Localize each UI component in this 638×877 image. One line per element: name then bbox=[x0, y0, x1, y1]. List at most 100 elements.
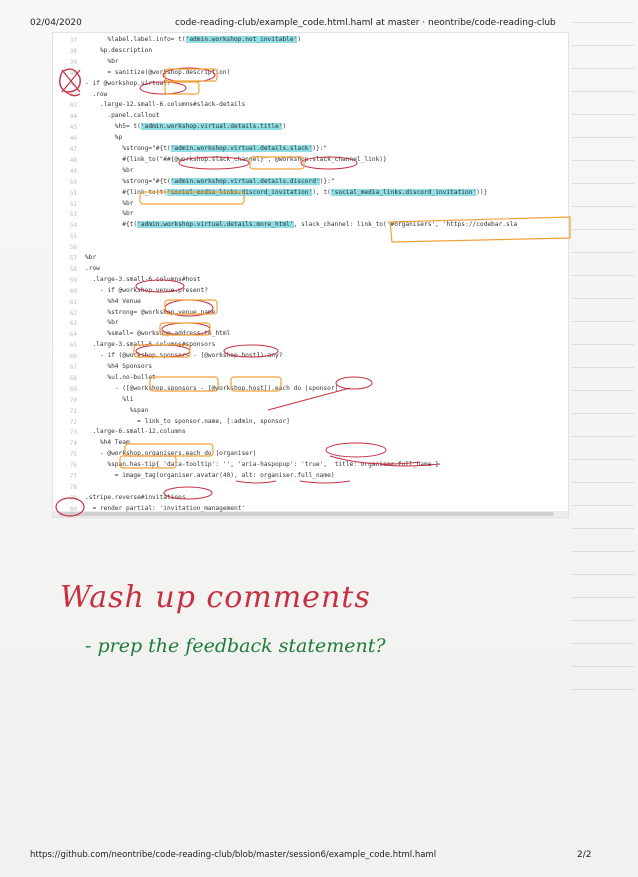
code-line: %p.description bbox=[85, 46, 153, 54]
code-line: .row bbox=[85, 90, 108, 98]
code-line: %br bbox=[85, 210, 134, 218]
highlighted-key: 'social_media_links.discord_invitation' bbox=[330, 188, 477, 196]
code-line: %br bbox=[85, 57, 119, 65]
page-title: code-reading-club/example_code.html.haml… bbox=[175, 18, 556, 28]
code-line: %li bbox=[85, 395, 134, 403]
line-number: 60 bbox=[69, 287, 77, 295]
code-line: .large-6.small-12.columns bbox=[85, 428, 186, 436]
code-line: - if (@workshop.sponsors - [@workshop.ho… bbox=[85, 352, 283, 360]
line-number: 50 bbox=[69, 178, 77, 186]
line-number: 53 bbox=[69, 211, 77, 219]
line-number: 58 bbox=[69, 265, 77, 273]
line-number: 72 bbox=[69, 418, 77, 426]
code-line: %br bbox=[85, 319, 119, 327]
line-number: 70 bbox=[69, 396, 77, 404]
code-line: %label.label.info= t('admin.workshop.not… bbox=[85, 36, 302, 43]
highlighted-key: 'admin.workshop.virtual.details.title' bbox=[140, 123, 283, 131]
line-number: 54 bbox=[69, 222, 77, 230]
horizontal-scrollbar[interactable] bbox=[53, 511, 568, 517]
page-number: 2/2 bbox=[577, 850, 592, 860]
line-number: 42 bbox=[69, 91, 77, 99]
bleed-through-shadow bbox=[568, 0, 638, 877]
code-line: .panel.callout bbox=[85, 112, 160, 120]
code-line: .large-3.small-6.columns#sponsors bbox=[85, 341, 216, 349]
line-number: 48 bbox=[69, 156, 77, 164]
line-number: 56 bbox=[69, 244, 77, 252]
highlighted-key: 'social_media_links.discord_invitation' bbox=[166, 188, 313, 196]
line-number: 67 bbox=[69, 364, 77, 371]
code-line: #{link_to(t('social_media_links.discord_… bbox=[85, 188, 488, 196]
line-number: 55 bbox=[69, 233, 77, 241]
code-line: %strong="#{t('admin.workshop.virtual.det… bbox=[85, 177, 335, 185]
highlighted-key: 'admin.workshop.virtual.details.slack' bbox=[170, 145, 313, 152]
line-number: 78 bbox=[69, 483, 77, 491]
code-line: .large-3.small-6.columns#host bbox=[85, 275, 201, 283]
code-line: %span bbox=[85, 406, 149, 414]
code-line: %h5= t('admin.workshop.virtual.details.t… bbox=[85, 123, 287, 131]
line-number: 57 bbox=[69, 255, 77, 262]
line-number: 69 bbox=[69, 385, 77, 393]
highlighted-key: 'admin.workshop.virtual.details.more_htm… bbox=[137, 221, 294, 229]
code-line: %br bbox=[85, 199, 134, 207]
code-line: %strong= @workshop.venue.name bbox=[85, 308, 216, 316]
line-number: 76 bbox=[69, 462, 77, 470]
line-number: 80 bbox=[69, 505, 77, 513]
code-line: %p bbox=[85, 134, 123, 142]
handwritten-note-green: - prep the feedback statement? bbox=[85, 635, 386, 657]
line-number: 52 bbox=[69, 200, 77, 208]
line-number: 40 bbox=[69, 69, 77, 77]
code-line: %small= @workshop.address.to_html bbox=[85, 330, 231, 338]
code-viewer[interactable]: 37 %label.label.info= t('admin.workshop.… bbox=[52, 32, 569, 518]
code-line: %br bbox=[85, 254, 97, 261]
code-line: %br bbox=[85, 166, 134, 174]
code-line: %h4 Venue bbox=[85, 297, 141, 305]
line-number: 61 bbox=[69, 298, 77, 306]
line-number: 74 bbox=[69, 440, 77, 448]
code-line: %h4 Sponsors bbox=[85, 363, 153, 370]
code-line: = image_tag(organiser.avatar(40), alt: o… bbox=[85, 472, 335, 479]
footer-url: https://github.com/neontribe/code-readin… bbox=[30, 850, 437, 860]
line-number: 43 bbox=[69, 102, 77, 110]
line-number: 37 bbox=[69, 37, 77, 44]
line-number: 75 bbox=[69, 451, 77, 459]
line-number: 62 bbox=[69, 309, 77, 317]
line-number: 45 bbox=[69, 124, 77, 132]
line-number: 77 bbox=[69, 473, 77, 480]
line-number: 49 bbox=[69, 167, 77, 175]
line-number: 47 bbox=[69, 146, 77, 153]
code-line: = link_to sponsor.name, [:admin, sponsor… bbox=[85, 417, 290, 425]
line-number: 63 bbox=[69, 320, 77, 328]
line-number: 79 bbox=[69, 494, 77, 502]
code-line: %span.has-tip{ 'data-tooltip': '', 'aria… bbox=[85, 461, 439, 469]
code-line: %ul.no-bullet bbox=[85, 373, 156, 381]
line-number: 73 bbox=[69, 429, 77, 437]
line-number: 44 bbox=[69, 113, 77, 121]
code-line: - @workshop.organisers.each do |organise… bbox=[85, 450, 257, 458]
line-number: 66 bbox=[69, 353, 77, 361]
code-line: #{t('admin.workshop.virtual.details.more… bbox=[85, 221, 518, 229]
code-line: = sanitize(@workshop.description) bbox=[85, 68, 231, 76]
code-line: - if @workshop.virtual? bbox=[85, 79, 171, 87]
code-line: = render partial: 'invitation_management… bbox=[85, 504, 246, 512]
handwritten-note-red: Wash up comments bbox=[60, 580, 371, 615]
line-number: 65 bbox=[69, 342, 77, 350]
line-number: 46 bbox=[69, 135, 77, 143]
line-number: 68 bbox=[69, 374, 77, 382]
code-line: #{link_to("##{@workshop.slack_channel}",… bbox=[85, 155, 387, 163]
scrollbar-thumb[interactable] bbox=[59, 512, 554, 516]
line-number: 41 bbox=[69, 80, 77, 88]
highlighted-key: 'admin.workshop.virtual.details.discord' bbox=[170, 177, 320, 185]
line-number: 71 bbox=[69, 407, 77, 415]
code-line: .stripe.reverse#invitations bbox=[85, 493, 186, 501]
code-line: %strong="#{t('admin.workshop.virtual.det… bbox=[85, 145, 328, 152]
line-number: 38 bbox=[69, 47, 77, 55]
code-line: .large-12.small-6.columns#slack-details bbox=[85, 101, 246, 109]
line-number: 59 bbox=[69, 276, 77, 284]
code-line: - ([@workshop.sponsors - [@workshop.host… bbox=[85, 384, 339, 392]
line-number: 51 bbox=[69, 189, 77, 197]
print-date: 02/04/2020 bbox=[30, 18, 82, 28]
line-number: 39 bbox=[69, 58, 77, 66]
code-line: .row bbox=[85, 264, 100, 272]
highlighted-key: 'admin.workshop.not_invitable' bbox=[185, 36, 298, 43]
code-line: %h4 Team bbox=[85, 439, 130, 447]
